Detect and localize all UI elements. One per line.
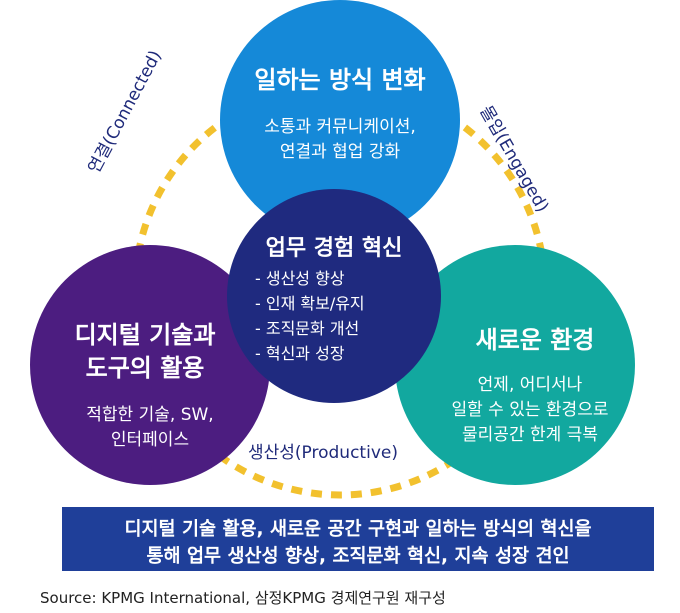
source-note: Source: KPMG International, 삼정KPMG 경제연구원…	[40, 589, 446, 607]
circle-digital-tools	[30, 245, 270, 485]
new-environment-line-1: 언제, 어디서나	[477, 375, 583, 395]
work-experience-title: 업무 경험 혁신	[265, 236, 403, 261]
work-method-line-1: 소통과 커뮤니케이션,	[264, 117, 416, 137]
digital-tools-title-2: 도구의 활용	[85, 354, 205, 382]
banner-line-2: 통해 업무 생산성 향상, 조직문화 혁신, 지속 성장 견인	[146, 546, 570, 567]
work-method-line-2: 연결과 협업 강화	[279, 142, 401, 162]
work-experience-list: - 생산성 향상 - 인재 확보/유지 - 조직문화 개선 - 혁신과 성장	[255, 266, 365, 366]
list-item: - 혁신과 성장	[255, 344, 345, 363]
digital-tools-line-1: 적합한 기술, SW,	[86, 405, 214, 425]
list-item: - 조직문화 개선	[255, 319, 360, 338]
list-item: - 인재 확보/유지	[255, 294, 365, 313]
new-environment-title: 새로운 환경	[475, 326, 595, 354]
digital-tools-title-1: 디지털 기술과	[74, 321, 216, 349]
work-method-title: 일하는 방식 변화	[254, 66, 426, 94]
new-environment-line-2: 일할 수 있는 환경으로	[451, 400, 609, 420]
circle-work-experience	[227, 189, 441, 403]
label-productive: 생산성(Productive)	[246, 438, 400, 463]
circle-work-method	[220, 0, 460, 240]
circle-new-environment	[395, 245, 635, 485]
list-item: - 생산성 향상	[255, 269, 345, 288]
new-environment-line-3: 물리공간 한계 극복	[462, 425, 598, 445]
banner-line-1: 디지털 기술 활용, 새로운 공간 구현과 일하는 방식의 혁신을	[124, 519, 592, 540]
summary-banner: 디지털 기술 활용, 새로운 공간 구현과 일하는 방식의 혁신을 통해 업무 …	[62, 507, 654, 571]
digital-tools-line-2: 인터페이스	[110, 430, 190, 450]
